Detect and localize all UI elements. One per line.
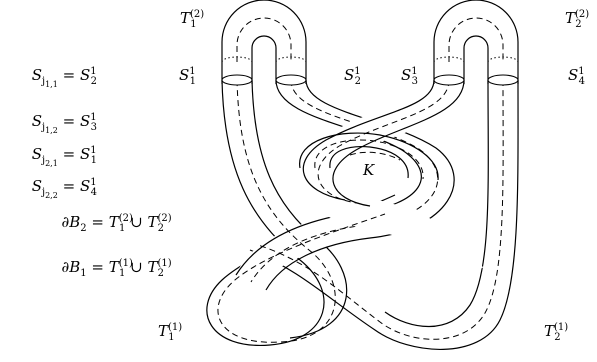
boundary-equation: ∂B2 = T(2)1 ∪ T(2)2 (61, 213, 172, 234)
rim-s1 (221, 74, 253, 86)
left-cap-handle (221, 0, 307, 63)
rim-s4 (487, 74, 519, 86)
equation-row: Sj1,2 = S13 (31, 112, 97, 135)
equation-row: Sj2,1 = S11 (31, 145, 97, 168)
label-t1-2: T(2)1 (180, 9, 205, 30)
label-t1-1: T(1)1 (158, 322, 183, 343)
label-s4: S14 (568, 66, 586, 87)
equation-row: Sj2,2 = S14 (31, 177, 97, 200)
label-s2: S12 (344, 66, 362, 87)
tube-from-s2 (235, 77, 455, 291)
upper-legs (221, 62, 519, 84)
rim-s3 (433, 74, 465, 86)
right-cap-handle (433, 0, 519, 63)
tube-from-s3 (302, 77, 484, 283)
core-curves (217, 79, 504, 343)
rim-s2 (275, 74, 307, 86)
label-t2-1: T(1)2 (544, 322, 569, 343)
tube-from-s4 (249, 79, 519, 350)
equation-row: Sj1,1 = S12 (31, 66, 97, 89)
label-k: K (363, 161, 375, 179)
k-loop (299, 132, 439, 181)
boundary-equation: ∂B1 = T(1)1 ∪ T(1)2 (61, 258, 172, 279)
label-s3: S13 (401, 66, 419, 87)
label-s1: S11 (179, 66, 197, 87)
label-t2-2: T(2)2 (565, 9, 590, 30)
